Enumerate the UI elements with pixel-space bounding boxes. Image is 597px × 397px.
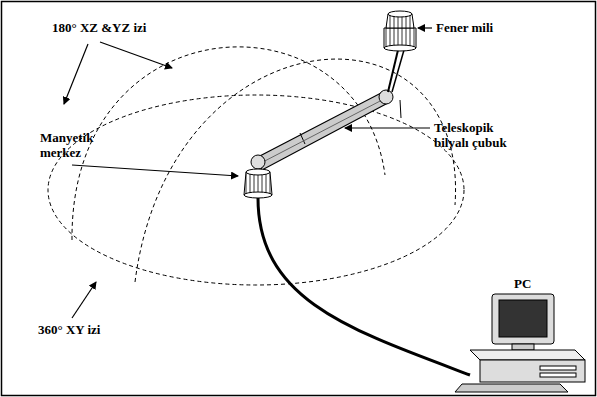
part-label: Manyetik merkez <box>40 130 110 160</box>
lantern-shaft <box>384 11 416 118</box>
pc-computer <box>455 294 585 392</box>
part-label: Teleskopik bilyalı çubuk <box>434 120 526 150</box>
device-label: PC <box>514 276 531 291</box>
cable <box>258 198 470 375</box>
leaders <box>64 28 432 318</box>
traces <box>48 47 464 285</box>
telescopic-rod <box>251 90 393 170</box>
trace-label: 360° XY izi <box>38 322 101 337</box>
magnetic-center <box>244 169 272 198</box>
part-label: Fener mili <box>436 20 493 35</box>
trace-label: 180° XZ &YZ izi <box>52 20 146 35</box>
